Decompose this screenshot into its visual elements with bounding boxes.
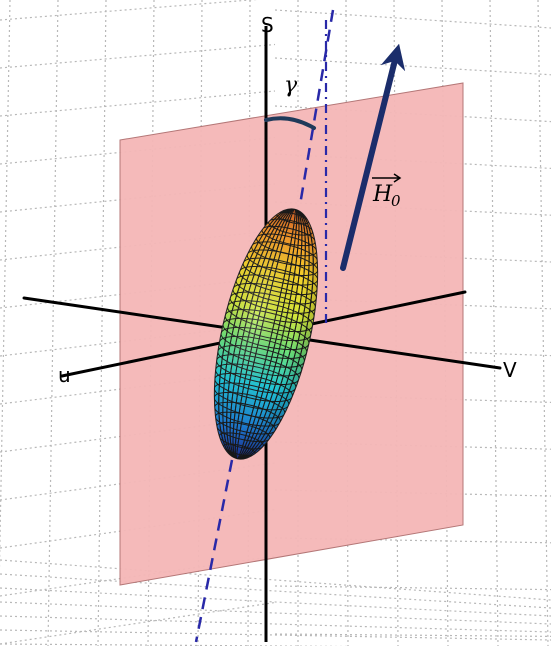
field-label-subscript: 0 <box>391 192 401 210</box>
grid-line-floor <box>0 629 551 641</box>
grid-line-receding <box>0 601 276 645</box>
axis-u-label: u <box>58 363 71 387</box>
axis-v-label: V <box>503 358 517 382</box>
grid-line-floor <box>0 559 551 601</box>
field-arrow <box>340 43 406 271</box>
axis-s-label: S <box>261 13 274 37</box>
grid-line-floor <box>0 601 551 625</box>
field-label: H 0 <box>372 173 402 210</box>
angle-gamma-label: γ <box>284 73 298 98</box>
grid-line-vertical <box>537 0 549 646</box>
ellipsoid-axis-dashed-lower <box>194 459 234 643</box>
grid-line-floor <box>0 587 551 617</box>
angle-gamma-arc <box>264 116 316 130</box>
grid-line-floor <box>0 615 551 633</box>
grid-line-vertical <box>97 0 107 646</box>
field-label-symbol: H <box>372 182 393 207</box>
ellipsoid <box>213 208 319 460</box>
ellipsoid-axis-dashed-upper <box>298 9 335 206</box>
grid-line-receding <box>274 585 551 591</box>
grid-line-vertical <box>47 0 59 646</box>
grid-line-receding <box>274 9 551 29</box>
grid-line-receding <box>0 90 276 117</box>
grid-line-receding <box>274 633 551 638</box>
grid-line-vertical <box>489 0 499 646</box>
grid-line-receding <box>0 43 276 69</box>
grid-line-receding <box>0 0 258 21</box>
grid-line-vertical <box>0 0 11 571</box>
grid-line-floor <box>0 573 551 609</box>
right-arrow-icon <box>372 173 402 183</box>
grid-line-receding <box>274 57 551 76</box>
grid-line-floor <box>0 643 359 646</box>
